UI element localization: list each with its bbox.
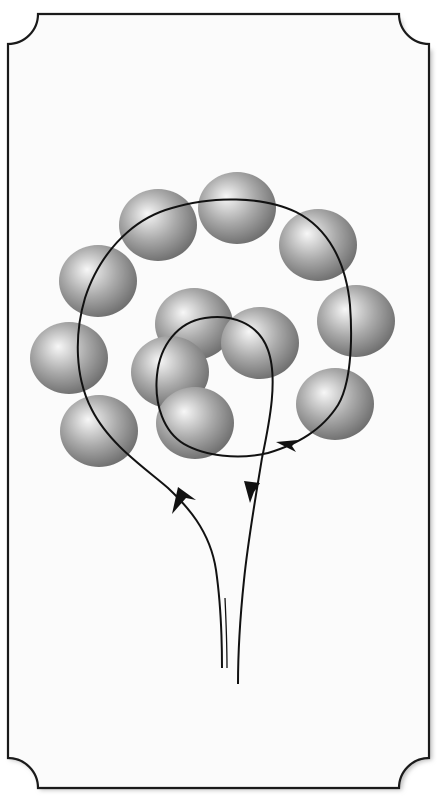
sphere xyxy=(198,172,276,244)
sphere xyxy=(30,322,108,394)
sphere xyxy=(296,368,374,440)
sphere xyxy=(279,209,357,281)
sphere xyxy=(60,395,138,467)
sphere xyxy=(119,189,197,261)
sphere xyxy=(317,285,395,357)
sphere xyxy=(59,245,137,317)
